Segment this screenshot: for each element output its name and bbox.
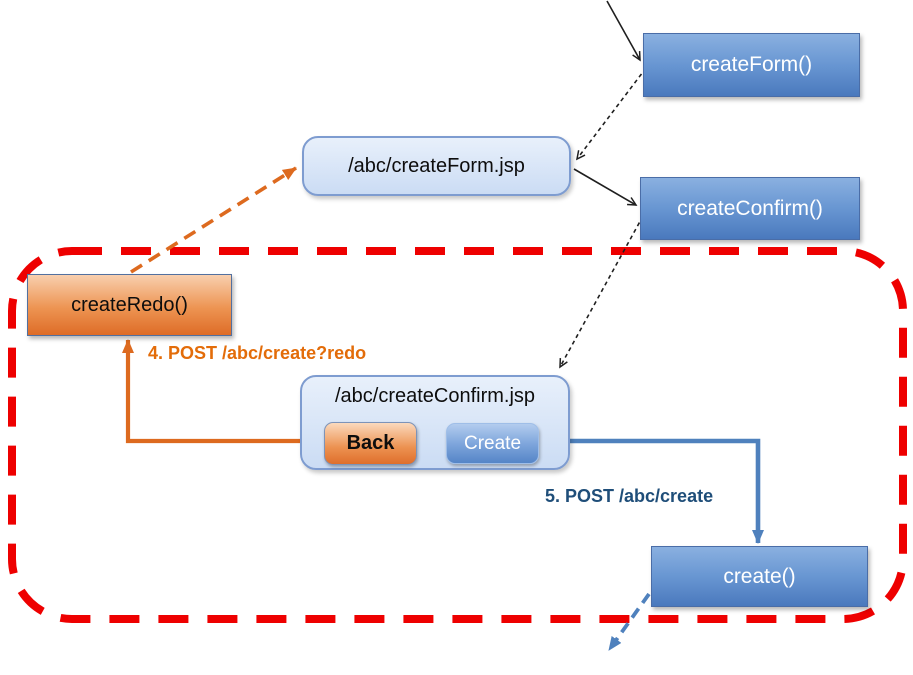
edge-label-post-create: 5. POST /abc/create (545, 486, 714, 506)
node-create: create() (651, 546, 868, 607)
edge-label-post-redo: 4. POST /abc/create?redo (148, 343, 367, 363)
node-create-confirm: createConfirm() (640, 177, 860, 240)
back-button-label: Back (346, 432, 395, 454)
node-create-form-jsp: /abc/createForm.jsp (302, 136, 571, 196)
node-create-redo-label: createRedo() (71, 293, 188, 316)
node-create-confirm-label: createConfirm() (677, 196, 823, 220)
arrow-create-exit (607, 592, 651, 652)
arrow-create-confirm-to-confirm-jsp (559, 215, 644, 369)
node-create-redo: createRedo() (27, 274, 232, 336)
node-create-label: create() (723, 564, 796, 588)
node-create-confirm-jsp: /abc/createConfirm.jsp Back Create (300, 375, 570, 470)
arrow-create-form-to-form-jsp (575, 67, 647, 161)
back-button: Back (324, 422, 417, 465)
create-button: Create (446, 423, 539, 464)
arrow-create-redo-to-form-jsp (130, 166, 297, 274)
node-create-form-jsp-label: /abc/createForm.jsp (348, 154, 525, 177)
node-create-form-label: createForm() (690, 53, 813, 76)
node-create-confirm-jsp-label: /abc/createConfirm.jsp (334, 385, 536, 407)
create-button-label: Create (463, 432, 522, 454)
node-create-form: createForm() (643, 33, 860, 97)
arrow-entry-to-create-form (606, 0, 641, 62)
arrow-form-jsp-to-create-confirm (573, 168, 638, 206)
